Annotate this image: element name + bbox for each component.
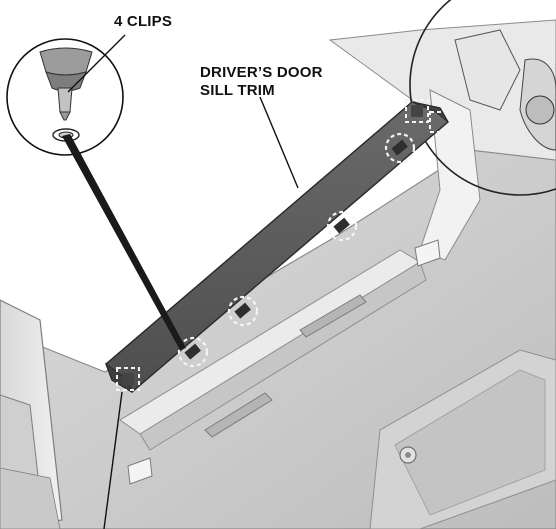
clip-marker-1 bbox=[177, 336, 209, 368]
hook-markers bbox=[116, 99, 451, 391]
sill-trim-label-line1: DRIVER’S DOOR bbox=[200, 64, 323, 81]
hook-marker-front bbox=[405, 99, 451, 133]
clip-marker-4 bbox=[384, 132, 416, 164]
clips-label: 4 CLIPS bbox=[114, 13, 172, 30]
clip-detail-inset bbox=[6, 38, 124, 156]
clip-marker-3 bbox=[326, 210, 358, 242]
vehicle-body bbox=[0, 19, 556, 529]
leader-lines bbox=[62, 34, 299, 529]
hook-marker-rear bbox=[116, 367, 140, 391]
clip-marker-2 bbox=[227, 295, 259, 327]
steering-wheel bbox=[409, 0, 556, 196]
clip-markers bbox=[177, 132, 416, 368]
sill-trim-label-line2: SILL TRIM bbox=[200, 82, 275, 99]
